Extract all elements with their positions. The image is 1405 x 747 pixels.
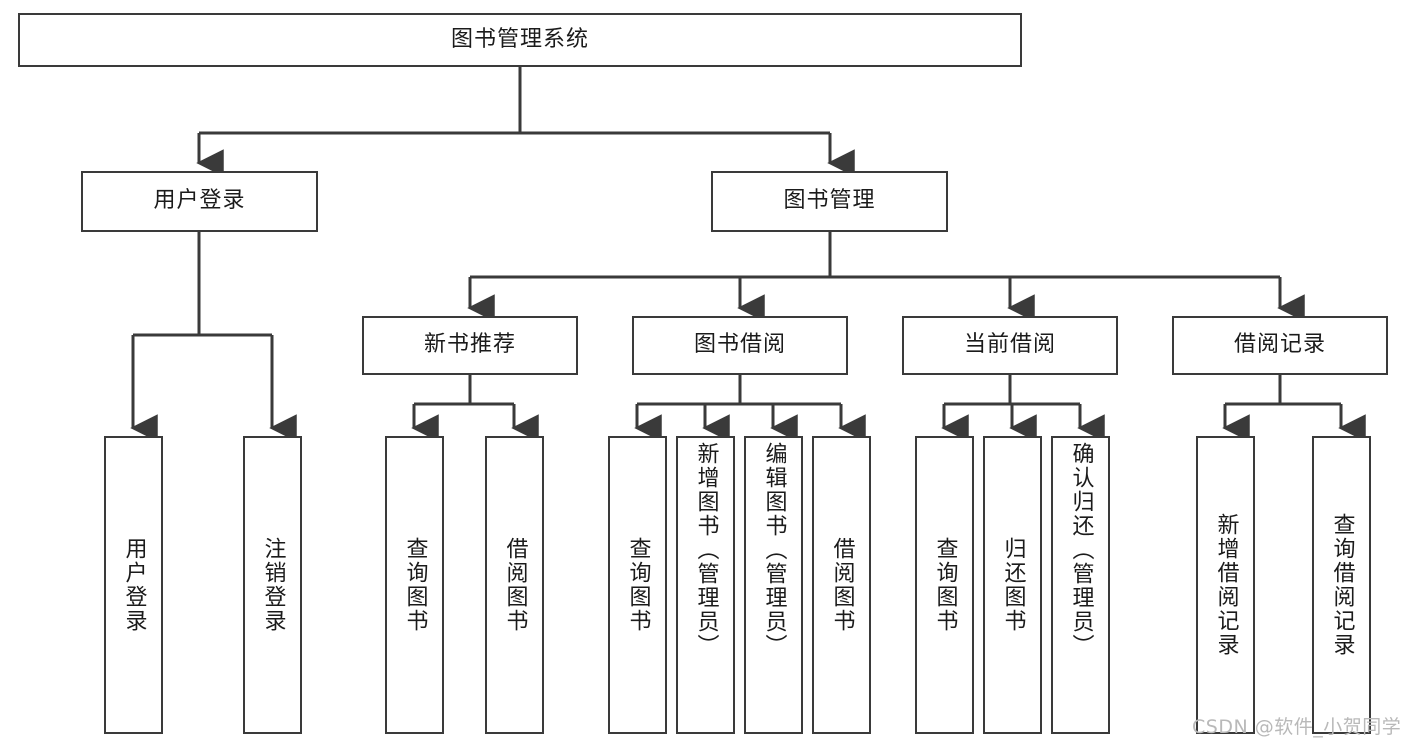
leaf-label: 查询图书 bbox=[625, 537, 651, 633]
node-label: 当前借阅 bbox=[963, 332, 1056, 358]
node-user-login[interactable]: 用户登录 bbox=[81, 171, 318, 232]
node-book-management[interactable]: 图书管理 bbox=[711, 171, 948, 232]
node-label: 图书借阅 bbox=[693, 332, 786, 358]
leaf-label: 注销登录 bbox=[260, 537, 286, 633]
leaf-book-borrow-edit-book-admin[interactable]: 编辑图书（管理员） bbox=[744, 436, 803, 734]
node-label: 图书管理 bbox=[783, 188, 876, 214]
leaf-label: 借阅图书 bbox=[502, 537, 528, 633]
node-root-book-management-system[interactable]: 图书管理系统 bbox=[18, 13, 1022, 67]
leaf-new-book-query-book[interactable]: 查询图书 bbox=[385, 436, 444, 734]
node-current-borrow[interactable]: 当前借阅 bbox=[902, 316, 1118, 375]
node-label: 新书推荐 bbox=[423, 332, 516, 358]
csdn-watermark: CSDN @软件_小贺同学 bbox=[1192, 716, 1402, 738]
node-label: 用户登录 bbox=[153, 188, 246, 214]
node-label: 借阅记录 bbox=[1233, 332, 1326, 358]
node-borrow-record[interactable]: 借阅记录 bbox=[1172, 316, 1388, 375]
leaf-borrow-record-query-record[interactable]: 查询借阅记录 bbox=[1312, 436, 1371, 734]
node-book-borrow[interactable]: 图书借阅 bbox=[632, 316, 848, 375]
leaf-user-login-signin[interactable]: 用户登录 bbox=[104, 436, 163, 734]
leaf-new-book-borrow-book[interactable]: 借阅图书 bbox=[485, 436, 544, 734]
leaf-label: 查询借阅记录 bbox=[1329, 513, 1355, 657]
leaf-label: 归还图书 bbox=[1000, 537, 1026, 633]
leaf-label: 查询图书 bbox=[932, 537, 958, 633]
leaf-label: 用户登录 bbox=[121, 537, 147, 633]
leaf-label: 借阅图书 bbox=[829, 537, 855, 633]
leaf-book-borrow-borrow-book[interactable]: 借阅图书 bbox=[812, 436, 871, 734]
leaf-label: 新增图书（管理员） bbox=[693, 442, 719, 658]
leaf-label: 编辑图书（管理员） bbox=[761, 442, 787, 658]
node-new-book-recommend[interactable]: 新书推荐 bbox=[362, 316, 578, 375]
leaf-label: 新增借阅记录 bbox=[1213, 513, 1239, 657]
leaf-borrow-record-add-record[interactable]: 新增借阅记录 bbox=[1196, 436, 1255, 734]
leaf-current-borrow-confirm-return-admin[interactable]: 确认归还（管理员） bbox=[1051, 436, 1110, 734]
node-label: 图书管理系统 bbox=[450, 26, 589, 52]
leaf-label: 确认归还（管理员） bbox=[1068, 442, 1094, 658]
leaf-current-borrow-query-book[interactable]: 查询图书 bbox=[915, 436, 974, 734]
leaf-user-login-signout[interactable]: 注销登录 bbox=[243, 436, 302, 734]
leaf-label: 查询图书 bbox=[402, 537, 428, 633]
leaf-book-borrow-query-book[interactable]: 查询图书 bbox=[608, 436, 667, 734]
leaf-current-borrow-return-book[interactable]: 归还图书 bbox=[983, 436, 1042, 734]
leaf-book-borrow-add-book-admin[interactable]: 新增图书（管理员） bbox=[676, 436, 735, 734]
